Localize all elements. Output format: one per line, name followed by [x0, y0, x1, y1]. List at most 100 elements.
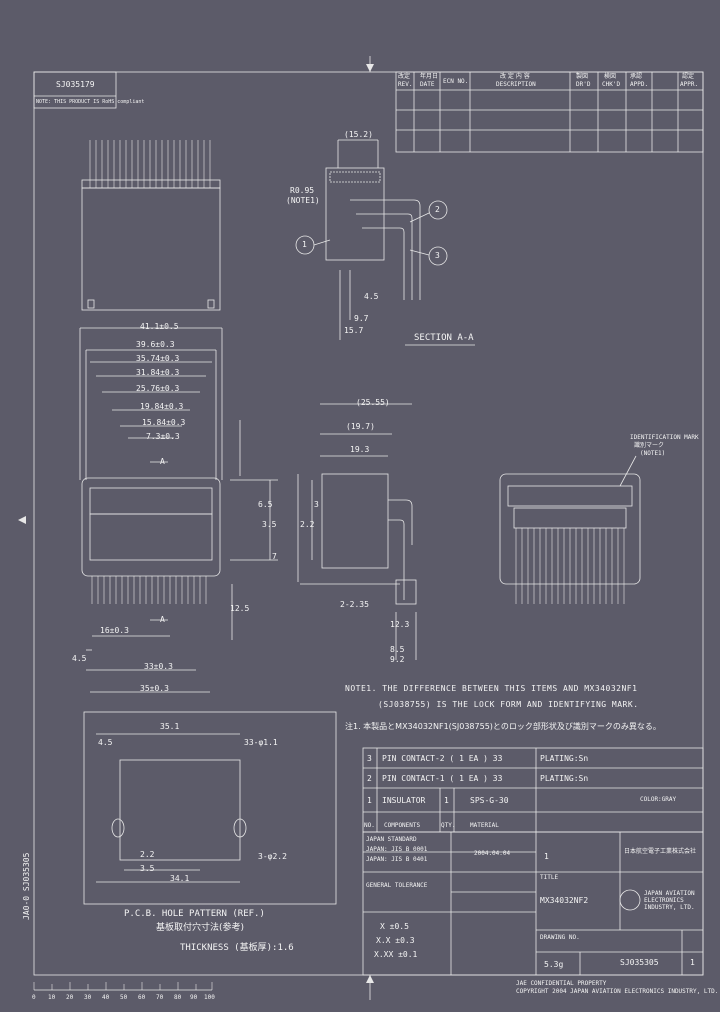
side-dim-0: (25.55) [356, 398, 390, 407]
ruler-20: 20 [66, 994, 74, 1001]
rev-header-chkd: CHK'D [602, 81, 621, 88]
front-dim-2: 35.74±0.3 [136, 354, 180, 363]
ruler-0: 0 [32, 994, 36, 1001]
front-section-label: A [160, 457, 165, 466]
pcb-thickness: THICKNESS (基板厚):1.6 [180, 943, 294, 953]
part-1-no: 1 [367, 796, 372, 805]
part-number: MX34032NF2 [540, 896, 589, 905]
section-title: SECTION A-A [414, 333, 474, 343]
tolerance-label: GENERAL TOLERANCE [366, 882, 428, 889]
side-dim-7: 9.2 [390, 655, 405, 664]
unit-weight: 5.3g [544, 960, 564, 969]
note-line-1: NOTE1. THE DIFFERENCE BETWEEN THIS ITEMS… [345, 684, 638, 693]
pcb-dim-3: 3-φ2.2 [258, 852, 287, 861]
drawn-date: 2004.04.04 [474, 850, 511, 857]
drawing-no-label: DRAWING NO. [540, 934, 580, 941]
part-2-name: PIN CONTACT-1 ( 1 EA ) 33 [382, 774, 503, 783]
callout-3: 3 [435, 251, 440, 260]
ruler-90: 90 [190, 994, 198, 1001]
front-bottom-dim-3: 35±0.3 [140, 684, 169, 693]
rev-header-rev: REV. [398, 81, 413, 88]
front-dim-3: 31.84±0.3 [136, 368, 180, 377]
side-dim-3: 2.2 [300, 520, 315, 529]
note-line-2: (SJ038755) IS THE LOCK FORM AND IDENTIFY… [378, 700, 639, 709]
ruler-70: 70 [156, 994, 164, 1001]
ruler-80: 80 [174, 994, 182, 1001]
front-dim-7: 7.3±0.3 [146, 432, 180, 441]
part-3-no: 3 [367, 754, 372, 763]
ruler-40: 40 [102, 994, 110, 1001]
ruler-100: 100 [204, 994, 215, 1001]
part-1-material: SPS-G-30 [470, 796, 509, 805]
front-side-dim-0: 6.5 [258, 500, 273, 509]
rev-header-drd-jp: 製図 [576, 73, 589, 80]
part-2-no: 2 [367, 774, 372, 783]
tolerance-0: X ±0.5 [380, 922, 409, 931]
identification-mark-label: IDENTIFICATION MARK [630, 434, 699, 441]
front-section-label-bottom: A [160, 615, 165, 624]
tolerance-1: X.X ±0.3 [376, 936, 415, 945]
part-2-material: PLATING:Sn [540, 774, 589, 783]
rev-header-appr: APPR. [680, 81, 699, 88]
top-left-code: SJ035179 [56, 80, 95, 89]
identification-mark-note: (NOTE1) [640, 450, 666, 457]
pcb-pattern-title: P.C.B. HOLE PATTERN (REF.) [124, 909, 265, 919]
rev-header-date-jp: 年月日 [420, 73, 439, 80]
rev-header-appd: APPD. [630, 81, 649, 88]
pcb-pattern-title-jp: 基板取付穴寸法(参考) [156, 923, 245, 933]
front-side-dim-1: 3.5 [262, 520, 277, 529]
section-radius-note: (NOTE1) [286, 196, 320, 205]
front-bottom-dim-1: 16±0.3 [100, 626, 129, 635]
title-label: TITLE [540, 874, 559, 881]
parts-header-no: NO. [364, 822, 375, 829]
standard-2: JAPAN: JIS B 0401 [366, 856, 428, 863]
section-dim-c: 15.7 [344, 326, 364, 335]
section-dim-a: 4.5 [364, 292, 379, 301]
left-margin-code: JA0-0 SJ035305 [22, 852, 31, 920]
tolerance-2: X.XX ±0.1 [374, 950, 418, 959]
front-side-dim-2: 7 [272, 552, 277, 561]
front-bottom-dim-0: 4.5 [72, 654, 87, 663]
front-dim-6: 15.84±0.3 [142, 418, 186, 427]
callout-2: 2 [435, 205, 440, 214]
side-dim-6: 8.5 [390, 645, 405, 654]
top-left-note: NOTE: THIS PRODUCT IS RoHS compliant [36, 99, 145, 105]
standard-0: JAPAN STANDARD [366, 836, 417, 843]
parts-header-name: COMPONENTS [384, 822, 421, 829]
standard-1: JAPAN: JIS B 0001 [366, 846, 428, 853]
rev-header-description-jp: 改 定 内 容 [500, 73, 530, 80]
scale-value: 1 [544, 852, 549, 861]
pcb-dim-0: 35.1 [160, 722, 180, 731]
part-3-material: PLATING:Sn [540, 754, 589, 763]
rev-header-chkd-jp: 検図 [604, 73, 617, 80]
parts-header-material: MATERIAL [470, 822, 499, 829]
company-name-jp: 日本航空電子工業株式会社 [624, 848, 697, 855]
pcb-dim-4: 2.2 [140, 850, 155, 859]
callout-1: 1 [302, 240, 307, 249]
copyright-line-1: JAE CONFIDENTIAL PROPERTY [516, 980, 607, 987]
front-dim-0: 41.1±0.5 [140, 322, 179, 331]
parts-header-qty: QTY. [441, 822, 456, 829]
ruler-60: 60 [138, 994, 146, 1001]
company-name-en: JAPAN AVIATION ELECTRONICS INDUSTRY, LTD… [644, 890, 695, 911]
rev-header-appr-jp: 認定 [682, 73, 695, 80]
front-dim-1: 39.6±0.3 [136, 340, 175, 349]
pcb-dim-5: 3.5 [140, 864, 155, 873]
rev-header-date: DATE [420, 81, 435, 88]
section-dim-b: 9.7 [354, 314, 369, 323]
rev-header-appd-jp: 承認 [630, 73, 643, 80]
note-line-3-jp: 注1. 本製品とMX34032NF1(SJ038755)とのロック部形状及び識別… [345, 722, 661, 731]
rev-header-rev-jp: 改定 [398, 73, 411, 80]
side-dim-4: 3 [314, 500, 319, 509]
ruler-50: 50 [120, 994, 128, 1001]
front-side-dim-3: 12.5 [230, 604, 250, 613]
side-dim-8: 2-2.35 [340, 600, 369, 609]
ruler-30: 30 [84, 994, 92, 1001]
pcb-dim-1: 4.5 [98, 738, 113, 747]
ruler-10: 10 [48, 994, 56, 1001]
rev-header-ecn: ECN NO. [443, 78, 469, 85]
front-bottom-dim-2: 33±0.3 [144, 662, 173, 671]
copyright-line-2: COPYRIGHT 2004 JAPAN AVIATION ELECTRONIC… [516, 988, 719, 995]
side-dim-2: 19.3 [350, 445, 370, 454]
